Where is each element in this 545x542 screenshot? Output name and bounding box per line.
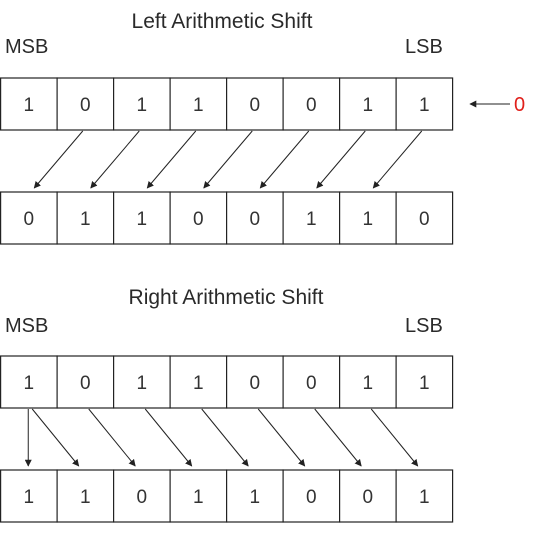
shift-arrow (314, 408, 362, 467)
right-input-bit: 0 (306, 373, 317, 394)
shift-arrow (88, 408, 136, 467)
shift-arrow (370, 408, 419, 467)
left-input-bit: 1 (419, 95, 430, 116)
right-input-register: 1 0 1 1 0 0 1 1 (0, 355, 454, 409)
right-input-bit: 0 (80, 373, 91, 394)
left-shift-title: Left Arithmetic Shift (132, 10, 313, 33)
left-input-bit: 0 (306, 95, 317, 116)
left-output-cell (395, 191, 454, 245)
right-output-cell (282, 469, 341, 523)
left-output-bit: 1 (137, 209, 148, 230)
right-input-bit: 1 (363, 373, 374, 394)
right-input-cell (169, 355, 228, 409)
left-output-register: 0 1 1 0 0 1 1 0 (0, 191, 454, 245)
left-input-cell (339, 77, 397, 131)
right-output-bit: 1 (250, 487, 261, 508)
left-input-cell (282, 77, 341, 131)
shift-arrow (146, 130, 197, 189)
left-input-bit: 1 (24, 95, 35, 116)
left-output-bit: 1 (363, 209, 374, 230)
left-output-bit: 1 (306, 209, 317, 230)
left-output-bit: 0 (250, 209, 261, 230)
left-input-cell (56, 77, 115, 131)
right-output-bit: 1 (193, 487, 204, 508)
left-shift-arrows (33, 130, 423, 189)
left-output-bit: 0 (193, 209, 204, 230)
left-output-cell (169, 191, 228, 245)
shift-arrow (144, 408, 193, 467)
right-input-cell (395, 355, 454, 409)
right-input-bit: 0 (250, 373, 261, 394)
left-output-cell (226, 191, 284, 245)
right-output-cell (112, 469, 171, 523)
right-output-register: 1 1 0 1 1 0 0 1 (0, 469, 454, 523)
right-msb-label: MSB (5, 315, 48, 337)
right-input-cell (226, 355, 284, 409)
left-output-cell (0, 191, 58, 245)
shift-arrow (201, 408, 249, 467)
right-input-cell (112, 355, 171, 409)
shift-arrow (372, 130, 423, 189)
shift-arrow (31, 408, 80, 467)
right-output-bit: 0 (363, 487, 374, 508)
left-input-cell (226, 77, 284, 131)
shift-arrow (316, 130, 366, 189)
shift-arrow (90, 130, 140, 189)
left-output-cell (282, 191, 341, 245)
shift-arrow (257, 408, 306, 467)
right-output-bit: 0 (306, 487, 317, 508)
left-input-register: 1 0 1 1 0 0 1 1 (0, 77, 454, 131)
right-output-bit: 0 (137, 487, 148, 508)
shift-arrow (259, 130, 310, 189)
right-input-bit: 1 (24, 373, 35, 394)
left-input-bit: 1 (363, 95, 374, 116)
right-input-bit: 1 (193, 373, 204, 394)
left-input-cell (112, 77, 171, 131)
right-shift-arrows (24, 408, 419, 467)
right-input-cell (56, 355, 115, 409)
left-input-cell (395, 77, 454, 131)
left-input-bit: 1 (193, 95, 204, 116)
right-input-cell (339, 355, 397, 409)
right-output-bit: 1 (80, 487, 91, 508)
left-msb-label: MSB (5, 36, 48, 58)
right-shift-title: Right Arithmetic Shift (129, 286, 324, 309)
left-output-bit: 0 (24, 209, 35, 230)
right-output-bit: 1 (419, 487, 430, 508)
right-input-bit: 1 (137, 373, 148, 394)
left-input-bit: 0 (250, 95, 261, 116)
right-input-cell (0, 355, 58, 409)
right-output-cell (339, 469, 397, 523)
left-output-cell (56, 191, 115, 245)
right-output-cell (56, 469, 115, 523)
left-lsb-label: LSB (405, 36, 443, 58)
left-input-cell (0, 77, 58, 131)
shift-arrow (203, 130, 253, 189)
shift-arrow (33, 130, 84, 189)
left-input-bit: 0 (80, 95, 91, 116)
right-output-cell (395, 469, 454, 523)
right-output-bit: 1 (24, 487, 35, 508)
right-input-bit: 1 (419, 373, 430, 394)
shift-in-value: 0 (514, 94, 525, 116)
right-lsb-label: LSB (405, 315, 443, 337)
left-output-bit: 1 (80, 209, 91, 230)
left-output-bit: 0 (419, 209, 430, 230)
left-input-bit: 1 (137, 95, 148, 116)
